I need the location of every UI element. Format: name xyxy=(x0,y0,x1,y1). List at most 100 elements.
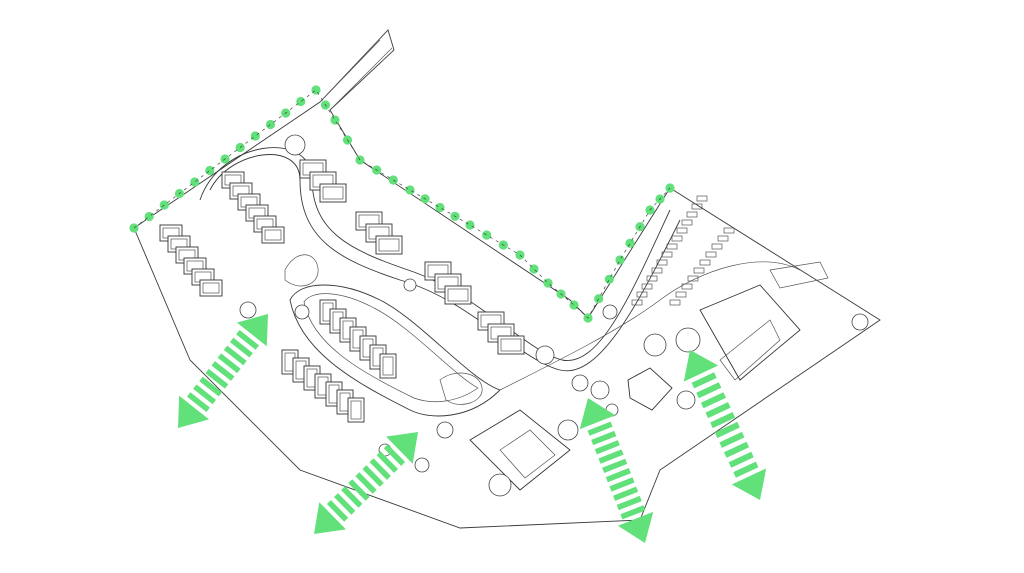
arrow-stripe xyxy=(733,461,759,478)
parking-bay xyxy=(699,259,711,266)
boundary-dot xyxy=(159,200,169,210)
parking-bay xyxy=(675,291,687,298)
carpark-east xyxy=(769,261,829,289)
parking-bay xyxy=(686,211,698,218)
terrace-north-4 xyxy=(477,311,525,355)
tree xyxy=(488,473,512,497)
parking-bay xyxy=(671,235,683,242)
arrow-stripe xyxy=(348,479,370,501)
plot-east-1 xyxy=(699,284,801,381)
parking-bay xyxy=(676,227,688,234)
arrow-head xyxy=(314,502,346,534)
parking-bay xyxy=(723,227,735,234)
arrow-stripe xyxy=(616,495,642,511)
house-roof-line xyxy=(378,238,400,252)
boundary-markers xyxy=(129,85,675,323)
tree xyxy=(675,327,701,353)
arrow-stripe xyxy=(594,440,620,455)
plot-southeast xyxy=(469,409,571,491)
house-roof-line xyxy=(264,229,282,241)
boundary-dot xyxy=(296,96,306,107)
arrow-stripe xyxy=(691,372,717,389)
arrow-stripe xyxy=(620,505,646,520)
house-roof-line xyxy=(322,186,344,200)
arrow-stripe xyxy=(714,421,740,438)
house-unit xyxy=(375,235,403,255)
boundary-dot xyxy=(625,238,635,248)
tree xyxy=(590,380,610,400)
arrow-stripe xyxy=(710,412,736,429)
arrow-stripe xyxy=(602,458,628,473)
house-roof-line xyxy=(350,400,362,420)
parking-bay xyxy=(717,235,729,242)
house-roof-line xyxy=(382,356,394,376)
parking-bay xyxy=(666,243,678,250)
tree xyxy=(414,457,430,473)
southwest-access-arrow xyxy=(314,432,418,534)
tree xyxy=(436,421,454,439)
tree xyxy=(851,313,869,331)
arrow-stripe xyxy=(230,337,253,358)
house-unit xyxy=(347,397,365,423)
terrace-central xyxy=(319,299,397,379)
parking-bay xyxy=(696,195,708,202)
arrow-head xyxy=(683,350,719,382)
arrow-head xyxy=(617,511,654,543)
tree xyxy=(239,301,257,319)
arrow-stripe xyxy=(205,368,229,389)
tree xyxy=(643,333,667,357)
house-roof-line xyxy=(500,338,522,352)
boundary-dot xyxy=(435,202,445,213)
boundary-dot xyxy=(330,115,340,125)
parking-bay xyxy=(631,299,643,306)
arrow-stripe xyxy=(334,493,356,515)
arrow-stripe xyxy=(598,449,624,464)
boundary-dot xyxy=(144,211,154,222)
terrace-north-2 xyxy=(355,211,403,255)
boundary-dot xyxy=(190,177,200,187)
arrow-stripe xyxy=(609,477,635,492)
tree xyxy=(294,304,310,320)
tree xyxy=(557,419,579,441)
parking-bay xyxy=(681,219,693,226)
terrace-west xyxy=(159,224,223,297)
arrow-stripe xyxy=(587,421,613,436)
arrow-stripe xyxy=(724,441,750,458)
plot-central xyxy=(627,367,673,411)
tree xyxy=(602,304,618,320)
parking-bay xyxy=(651,267,663,274)
house-unit xyxy=(199,279,223,297)
arrow-stripe xyxy=(719,431,745,448)
arrow-head xyxy=(579,398,616,430)
house-roof-line xyxy=(447,288,469,302)
parking-bay xyxy=(656,259,668,266)
arrow-stripe xyxy=(236,330,259,350)
boundary-dot xyxy=(355,155,365,165)
tree xyxy=(284,134,306,156)
tree xyxy=(571,374,589,392)
house-unit xyxy=(319,183,347,203)
terrace-north-1 xyxy=(299,159,347,203)
tree xyxy=(535,345,555,365)
arrow-stripe xyxy=(341,486,363,508)
plot-east-2 xyxy=(719,319,781,381)
house-unit xyxy=(261,226,285,244)
boundary-dot xyxy=(311,85,321,95)
house-unit xyxy=(444,285,472,305)
arrow-stripe xyxy=(700,392,726,409)
southeast-access-arrow xyxy=(683,350,767,500)
terrace-north-3 xyxy=(424,261,472,305)
arrow-head xyxy=(731,468,767,500)
arrow-stripe xyxy=(326,500,349,522)
arrow-head xyxy=(386,432,418,464)
boundary-dot xyxy=(250,131,260,141)
cul-de-sac xyxy=(284,254,319,287)
arrow-stripe xyxy=(362,465,384,487)
arrow-stripe xyxy=(613,486,639,501)
boundary-dot xyxy=(465,220,475,230)
parking-bay xyxy=(646,275,658,282)
parking-bay xyxy=(693,267,705,274)
arrow-stripe xyxy=(223,345,247,366)
parking-bay xyxy=(691,203,703,210)
